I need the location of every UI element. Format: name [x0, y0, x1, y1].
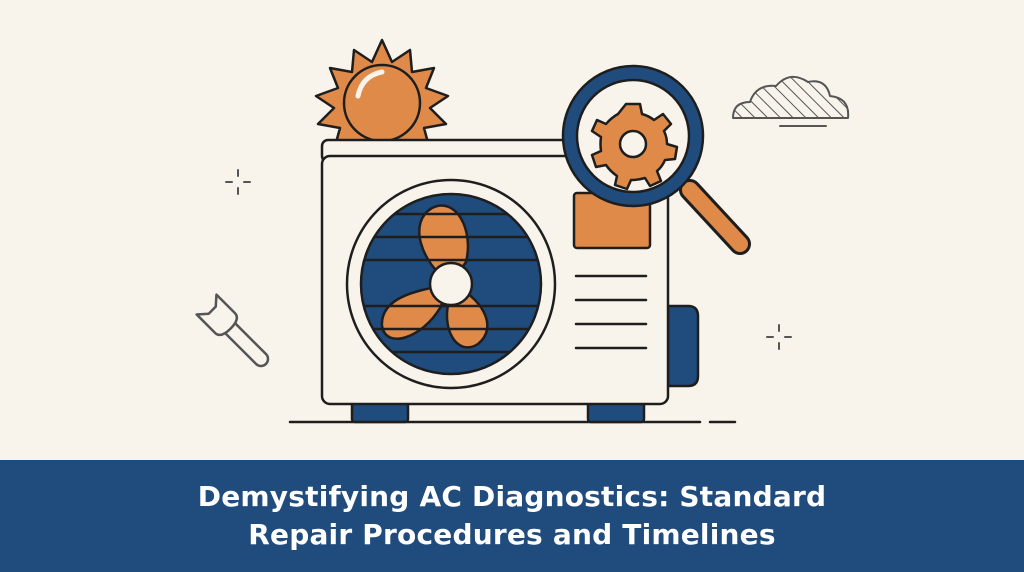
magnifier-icon	[561, 64, 751, 255]
wrench-icon	[195, 293, 270, 368]
vent-lines	[574, 274, 648, 350]
fan-icon	[345, 178, 557, 390]
hero-illustration	[195, 38, 850, 424]
title-banner: Demystifying AC Diagnostics: Standard Re…	[0, 460, 1024, 572]
title-line-1: Demystifying AC Diagnostics: Standard	[197, 480, 827, 513]
sparkle-icon	[225, 169, 251, 195]
sun-icon	[314, 38, 450, 152]
page-title: Demystifying AC Diagnostics: Standard Re…	[198, 478, 826, 554]
sparkle-icon	[766, 324, 792, 350]
gear-icon	[590, 102, 679, 191]
cloud-icon	[732, 75, 850, 127]
title-line-2: Repair Procedures and Timelines	[248, 518, 776, 551]
